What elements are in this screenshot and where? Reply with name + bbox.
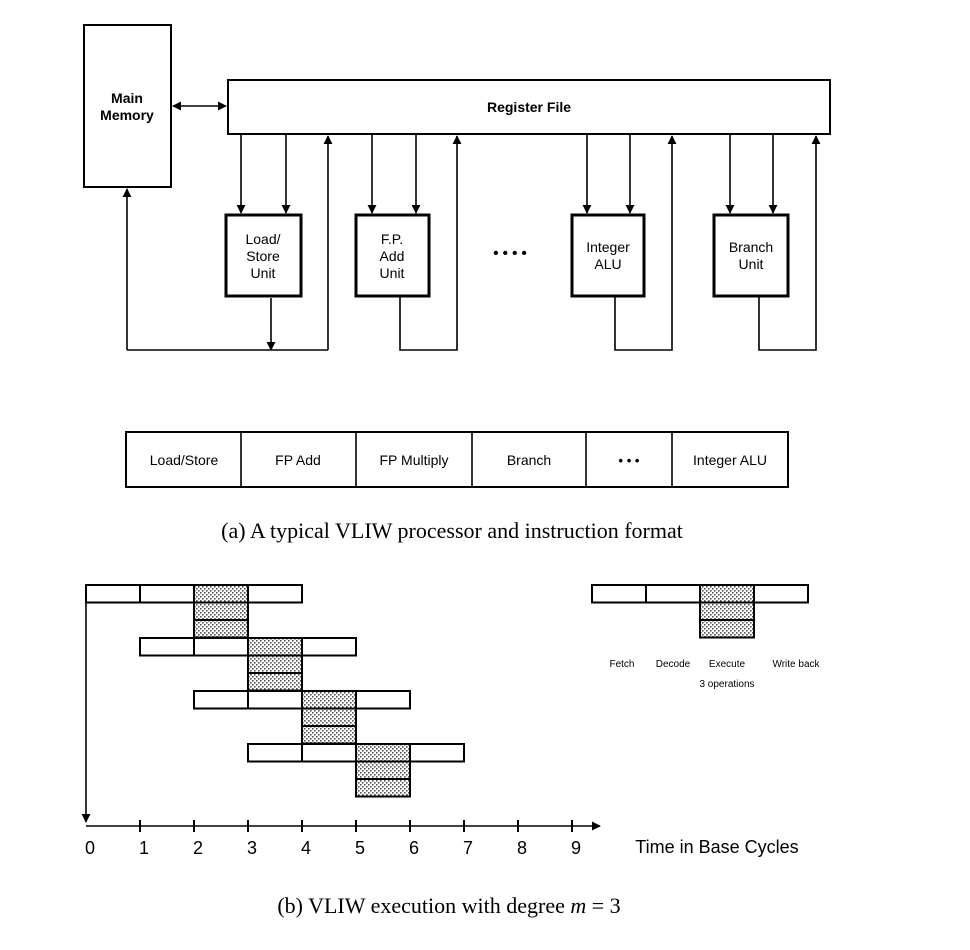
instruction-2-write-back-stage <box>301 637 357 657</box>
legend-operations-note: 3 operations <box>699 679 754 690</box>
legend-bar <box>591 584 809 639</box>
fp-add-unit-label-line2: Add <box>380 248 405 264</box>
instruction-1-fetch-stage <box>85 584 141 604</box>
register-file-label: Register File <box>487 99 571 115</box>
feedback-paths <box>122 135 821 351</box>
fp-add-unit-label-line3: Unit <box>380 265 405 281</box>
axis-tick-label: 6 <box>409 838 419 858</box>
instruction-4-decode-stage <box>301 743 357 763</box>
format-field-ellipsis: • • • <box>619 453 640 468</box>
instruction-2-decode-stage <box>193 637 249 657</box>
pipeline-bars <box>85 584 465 798</box>
load-store-unit-label-line2: Store <box>246 248 280 264</box>
main-memory-label-line1: Main <box>111 90 143 106</box>
instruction-3-fetch-stage <box>193 690 249 710</box>
pipeline-legend: Fetch Decode Execute Write back 3 operat… <box>591 584 821 690</box>
instruction-3-execute-op-1 <box>301 690 357 710</box>
instruction-3 <box>193 690 411 745</box>
instruction-1-execute-op-3 <box>193 619 249 639</box>
vliw-processor-diagram: Main Memory Register File Load/ Store Un… <box>83 24 831 543</box>
axis-tick-label: 8 <box>517 838 527 858</box>
regfile-to-unit-arrows <box>236 135 778 214</box>
instruction-2-execute-op-1 <box>247 637 303 657</box>
branch-unit-label-line1: Branch <box>729 239 773 255</box>
legend-execute-op-1 <box>699 584 755 604</box>
load-store-unit-label-line3: Unit <box>251 265 276 281</box>
load-store-unit-box <box>224 213 303 298</box>
instruction-2-execute-op-3 <box>247 672 303 692</box>
format-field-fp-multiply: FP Multiply <box>380 452 449 468</box>
legend-write-back-stage <box>753 584 809 604</box>
instruction-4-fetch-stage <box>247 743 303 763</box>
fp-add-unit-label-line1: F.P. <box>381 231 403 247</box>
format-field-branch: Branch <box>507 452 551 468</box>
vliw-execution-timeline: 0 1 2 3 4 5 6 7 8 9 Time in Base Cycles Fetch Dec… <box>81 584 821 918</box>
axis-tick-label: 3 <box>247 838 257 858</box>
axis-tick-label: 1 <box>139 838 149 858</box>
main-memory-box <box>83 24 172 188</box>
axis-tick-label: 4 <box>301 838 311 858</box>
legend-fetch: Fetch <box>609 659 634 670</box>
legend-execute: Execute <box>709 659 746 670</box>
axis-ticks: 0 1 2 3 4 5 6 7 8 9 <box>85 820 581 858</box>
instruction-4-execute-op-3 <box>355 778 411 798</box>
axis-label: Time in Base Cycles <box>635 837 798 857</box>
axis-tick-label: 2 <box>193 838 203 858</box>
integer-alu-label-line1: Integer <box>586 239 630 255</box>
register-file-box <box>227 79 831 135</box>
instruction-4-execute-op-1 <box>355 743 411 763</box>
instruction-2-execute-op-2 <box>247 654 303 674</box>
instruction-4-execute-op-2 <box>355 760 411 780</box>
unit-ellipsis: • • • • <box>493 245 527 262</box>
branch-unit-label-line2: Unit <box>739 256 764 272</box>
instruction-4 <box>247 743 465 798</box>
instruction-format: Load/Store FP Add FP Multiply Branch • •… <box>125 431 789 488</box>
caption-a: (a) A typical VLIW processor and instruc… <box>221 518 683 543</box>
integer-alu-label-line2: ALU <box>594 256 621 272</box>
instruction-1-write-back-stage <box>247 584 303 604</box>
legend-decode-stage <box>645 584 701 604</box>
instruction-2-fetch-stage <box>139 637 195 657</box>
axis-tick-label: 0 <box>85 838 95 858</box>
caption-b: (b) VLIW execution with degree m = 3 <box>277 893 620 918</box>
legend-execute-op-3 <box>699 619 755 639</box>
format-field-load-store: Load/Store <box>150 452 219 468</box>
main-memory-label-line2: Memory <box>100 107 154 123</box>
axis-tick-label: 9 <box>571 838 581 858</box>
instruction-1-execute-op-1 <box>193 584 249 604</box>
axis-tick-label: 5 <box>355 838 365 858</box>
instruction-3-execute-op-3 <box>301 725 357 745</box>
legend-execute-op-2 <box>699 601 755 621</box>
fp-add-unit-box <box>354 213 431 298</box>
instruction-1-decode-stage <box>139 584 195 604</box>
legend-write-back: Write back <box>772 659 820 670</box>
legend-decode: Decode <box>656 659 691 670</box>
branch-unit-box <box>712 213 790 298</box>
instruction-1-execute-op-2 <box>193 601 249 621</box>
load-store-unit-label-line1: Load/ <box>245 231 280 247</box>
instruction-4-write-back-stage <box>409 743 465 763</box>
axis-tick-label: 7 <box>463 838 473 858</box>
instruction-3-execute-op-2 <box>301 707 357 727</box>
format-field-fp-add: FP Add <box>275 452 321 468</box>
format-field-integer-alu: Integer ALU <box>693 452 767 468</box>
instruction-2 <box>139 637 357 692</box>
integer-alu-box <box>570 213 646 298</box>
instruction-1 <box>85 584 303 639</box>
instruction-3-write-back-stage <box>355 690 411 710</box>
legend-fetch-stage <box>591 584 647 604</box>
instruction-3-decode-stage <box>247 690 303 710</box>
